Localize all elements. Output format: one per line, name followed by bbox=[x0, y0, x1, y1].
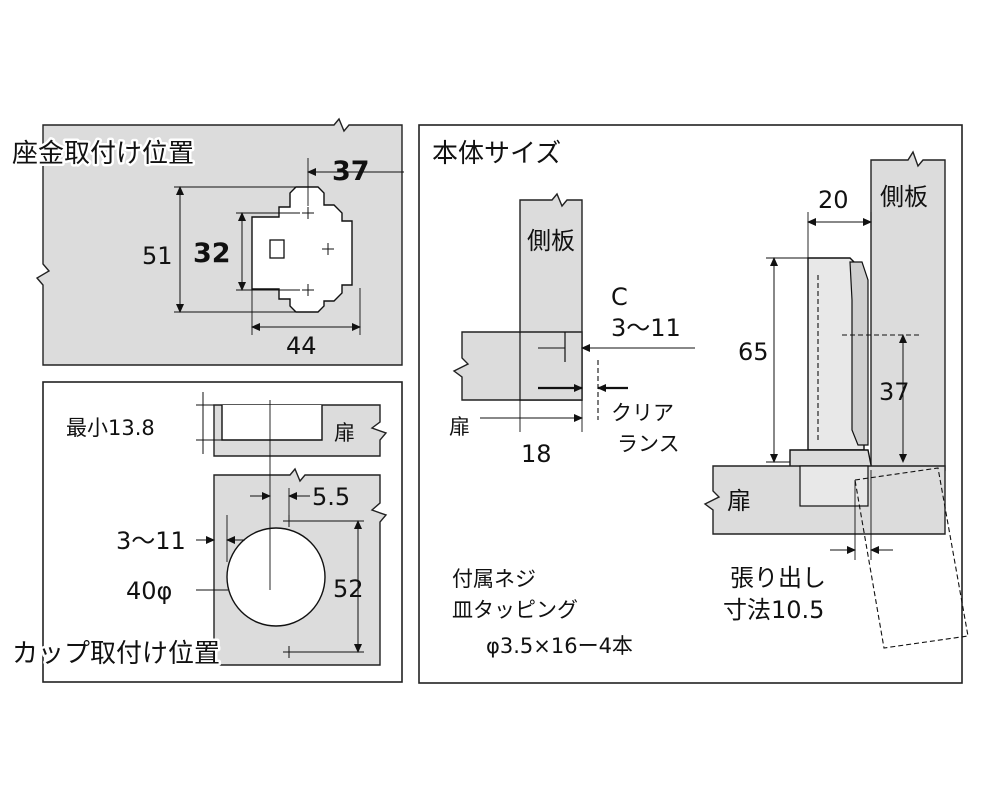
dim-40-label: 40φ bbox=[126, 577, 172, 605]
dim-51-label: 51 bbox=[142, 242, 173, 270]
screw-hole-markers bbox=[302, 207, 334, 296]
body-size-panel-frame bbox=[418, 124, 963, 684]
side-panel-label-left: 側板 bbox=[527, 227, 575, 255]
screw-note-1: 付属ネジ bbox=[452, 567, 536, 591]
cup-hole bbox=[226, 527, 326, 627]
clearance-label-1: クリア bbox=[611, 401, 674, 425]
dim-5-5-label: 5.5 bbox=[312, 483, 350, 511]
door-label-right: 扉 bbox=[727, 487, 751, 515]
min-13-8-label: 最小13.8 bbox=[66, 416, 155, 440]
dim-52-label: 52 bbox=[333, 575, 364, 603]
body-size-panel: 本体サイズ 側板 扉 C 3～11 クリア ランス 18 付属ネジ 皿タッピング… bbox=[418, 124, 969, 684]
screw-note-2: 皿タッピング bbox=[452, 598, 578, 622]
cup-screw-markers bbox=[283, 515, 295, 658]
dim-3-11-label: 3～11 bbox=[116, 527, 186, 555]
body-size-title: 本体サイズ bbox=[432, 139, 561, 169]
cup-panel-title: カップ取付け位置 bbox=[12, 639, 220, 669]
dim-32-label: 32 bbox=[193, 238, 231, 269]
dim-20-label: 20 bbox=[818, 186, 849, 214]
c-range-label: 3～11 bbox=[611, 314, 681, 342]
screw-note-3: φ3.5×16ー4本 bbox=[486, 634, 633, 658]
dim-44-label: 44 bbox=[286, 332, 317, 360]
cup-recess-section bbox=[221, 405, 323, 441]
mounting-plate-panel: 座金取付け位置 37 51 32 44 bbox=[10, 117, 404, 366]
dim-37b-label: 37 bbox=[879, 378, 910, 406]
projection-label-1: 張り出し bbox=[730, 564, 826, 592]
cup-panel-frame bbox=[42, 381, 403, 683]
side-panel-label-right: 側板 bbox=[880, 183, 928, 211]
dim-37-label: 37 bbox=[332, 156, 370, 187]
dim-18-label: 18 bbox=[521, 440, 552, 468]
cup-panel: 扉 最小13.8 5.5 3～11 40φ 52 カップ取付け位置 bbox=[10, 381, 403, 683]
dim-65-label: 65 bbox=[738, 338, 769, 366]
projection-label-2: 寸法10.5 bbox=[723, 596, 824, 624]
hinge-plate bbox=[849, 261, 869, 446]
opened-door-outline bbox=[854, 467, 969, 649]
door-label-left: 扉 bbox=[449, 415, 470, 439]
door-left bbox=[452, 331, 583, 401]
clearance-label-2: ランス bbox=[617, 432, 680, 456]
c-label: C bbox=[611, 283, 628, 311]
door-right-cup bbox=[799, 465, 869, 507]
mounting-plate-outline bbox=[251, 186, 353, 313]
mounting-plate-title: 座金取付け位置 bbox=[12, 139, 194, 169]
door-label-small: 扉 bbox=[334, 421, 355, 445]
mounting-plate-slot bbox=[269, 239, 285, 259]
